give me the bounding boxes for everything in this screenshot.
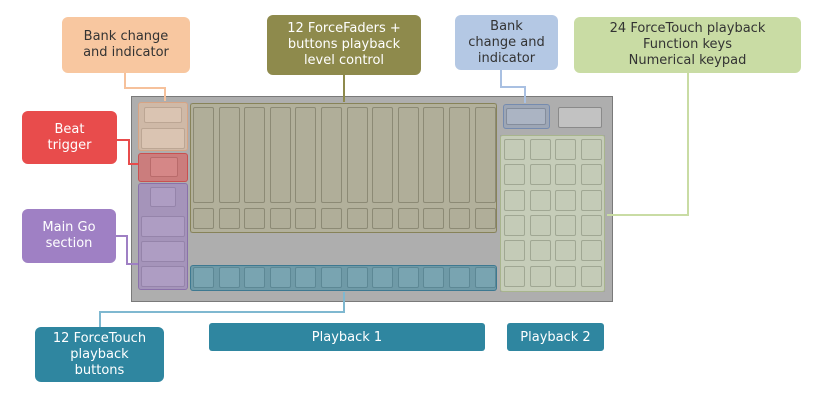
fader-button[interactable]: [347, 208, 368, 229]
forcetouch-keys-overlay: [500, 135, 605, 292]
fader-button[interactable]: [244, 208, 265, 229]
fader-button[interactable]: [321, 208, 342, 229]
fader-button[interactable]: [193, 208, 214, 229]
fader-button[interactable]: [372, 208, 393, 229]
callout-forcetouch-buttons: 12 ForceTouch playback buttons: [35, 327, 164, 382]
bank-button-right[interactable]: [558, 107, 602, 128]
fader[interactable]: [295, 107, 316, 203]
callout-main-go: Main Go section: [22, 209, 116, 263]
fader-button[interactable]: [475, 208, 496, 229]
fader-button[interactable]: [295, 208, 316, 229]
fader[interactable]: [321, 107, 342, 203]
fader-button[interactable]: [423, 208, 444, 229]
bank-change-overlay-right: [503, 104, 550, 129]
keypad-button[interactable]: [529, 265, 551, 287]
callout-forcetouch-keys: 24 ForceTouch playback Function keys Num…: [574, 17, 801, 73]
main-go-overlay: [138, 183, 188, 290]
fader-button[interactable]: [270, 208, 291, 229]
keypad-button[interactable]: [555, 240, 576, 262]
fader[interactable]: [193, 107, 214, 203]
keypad-button[interactable]: [504, 265, 525, 287]
beat-trigger-overlay: [138, 153, 188, 182]
keypad-button[interactable]: [580, 240, 602, 262]
keypad-button[interactable]: [504, 164, 525, 186]
fader[interactable]: [270, 107, 291, 203]
keypad-button[interactable]: [504, 240, 525, 262]
fader[interactable]: [423, 107, 444, 203]
keypad-button[interactable]: [529, 139, 551, 160]
callout-force-faders: 12 ForceFaders + buttons playback level …: [267, 15, 421, 75]
playback-2-label: Playback 2: [507, 323, 604, 351]
keypad-button[interactable]: [555, 164, 576, 186]
playback-1-label: Playback 1: [209, 323, 485, 351]
callout-bank-change-left: Bank change and indicator: [62, 17, 190, 73]
keypad-button[interactable]: [555, 265, 576, 287]
fader[interactable]: [244, 107, 265, 203]
force-faders-overlay: [190, 103, 497, 233]
keypad-button[interactable]: [580, 164, 602, 186]
bank-change-overlay-left: [138, 102, 188, 151]
fader[interactable]: [449, 107, 470, 203]
keypad-button[interactable]: [555, 214, 576, 236]
callout-bank-change-right: Bank change and indicator: [455, 15, 558, 70]
fader-button[interactable]: [398, 208, 419, 229]
forcetouch-buttons-overlay: [190, 265, 497, 291]
keypad-button[interactable]: [580, 139, 602, 160]
keypad-button[interactable]: [580, 265, 602, 287]
bank-indicator-left: [144, 107, 182, 123]
keypad-button[interactable]: [529, 189, 551, 211]
keypad-button[interactable]: [529, 164, 551, 186]
bank-button-left[interactable]: [141, 128, 185, 149]
callout-beat-trigger: Beat trigger: [22, 111, 117, 164]
fader[interactable]: [372, 107, 393, 203]
fader-button[interactable]: [219, 208, 240, 229]
keypad-button[interactable]: [580, 214, 602, 236]
bank-indicator-right: [506, 108, 546, 125]
fader-button[interactable]: [449, 208, 470, 229]
fader[interactable]: [347, 107, 368, 203]
fader[interactable]: [475, 107, 496, 203]
fader[interactable]: [219, 107, 240, 203]
keypad-button[interactable]: [504, 139, 525, 160]
keypad-button[interactable]: [504, 189, 525, 211]
keypad-button[interactable]: [529, 214, 551, 236]
keypad-button[interactable]: [580, 189, 602, 211]
keypad-button[interactable]: [529, 240, 551, 262]
keypad-button[interactable]: [555, 139, 576, 160]
fader[interactable]: [398, 107, 419, 203]
connector-forcetouch-keys: [607, 73, 689, 216]
keypad-button[interactable]: [555, 189, 576, 211]
keypad-button[interactable]: [504, 214, 525, 236]
